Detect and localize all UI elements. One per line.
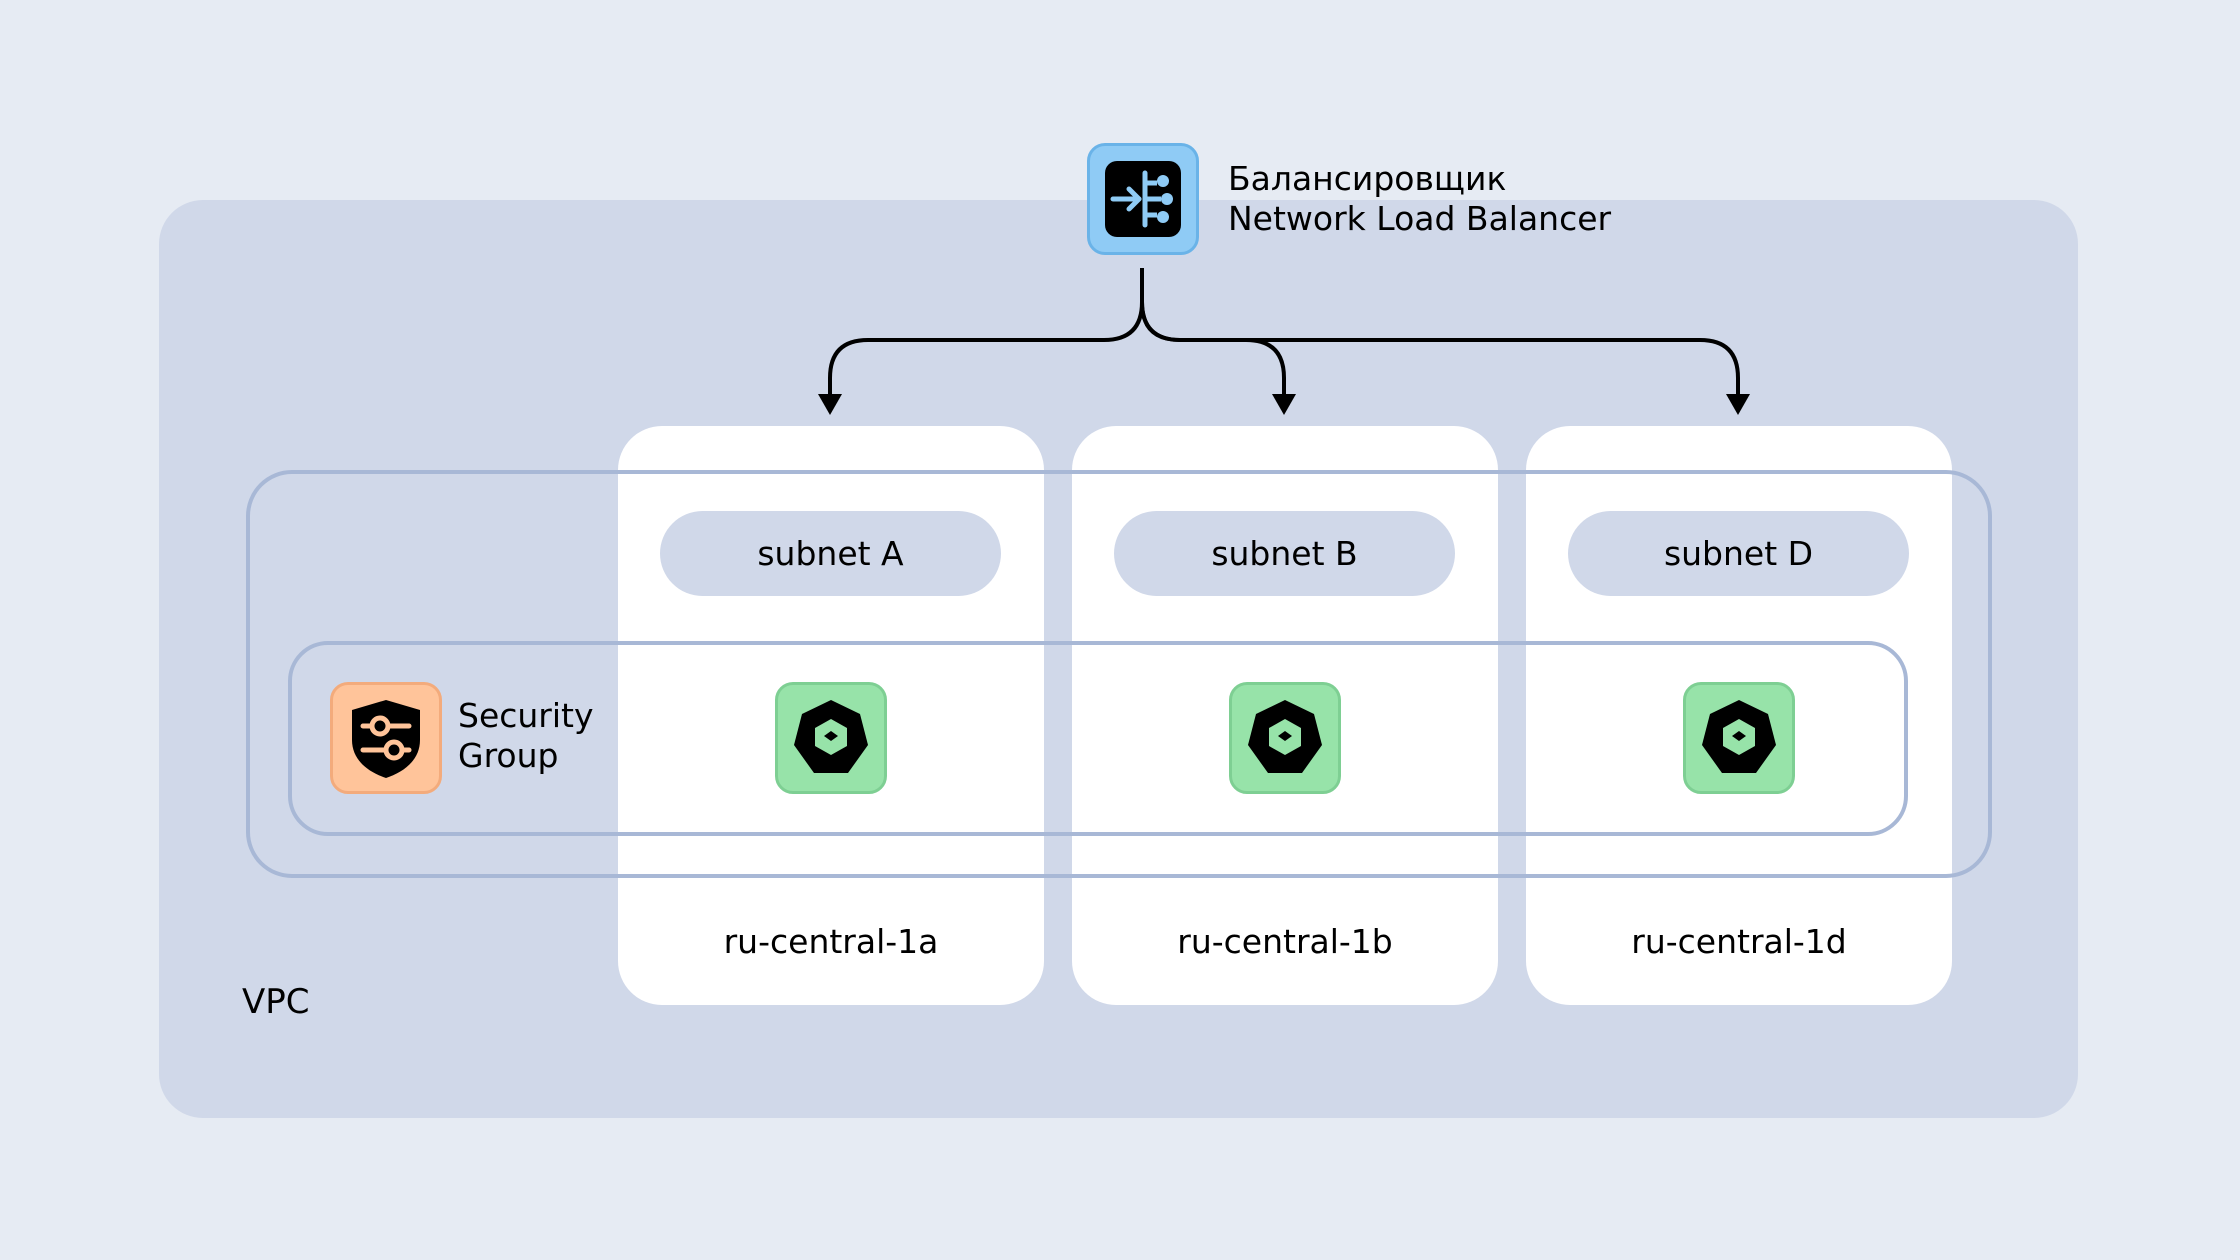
kubernetes-node-icon bbox=[775, 682, 887, 794]
security-group-label: Security Group bbox=[458, 696, 594, 776]
load-balancer-label: Балансировщик Network Load Balancer bbox=[1228, 159, 1611, 239]
subnet-boundary bbox=[246, 470, 1992, 878]
zone-b-label: ru-central-1b bbox=[1177, 922, 1393, 961]
subnet-a-pill: subnet A bbox=[660, 511, 1001, 596]
kubernetes-node-icon bbox=[1229, 682, 1341, 794]
load-balancer-label-line2: Network Load Balancer bbox=[1228, 199, 1612, 238]
subnet-a-label: subnet A bbox=[757, 534, 904, 573]
subnet-d-label: subnet D bbox=[1663, 534, 1814, 573]
security-group-boundary bbox=[288, 641, 1908, 836]
subnet-b-pill: subnet B bbox=[1114, 511, 1455, 596]
kubernetes-node-icon bbox=[1683, 682, 1795, 794]
security-group-label-line1: Security bbox=[458, 696, 594, 735]
subnet-d-pill: subnet D bbox=[1568, 511, 1909, 596]
zone-a-label: ru-central-1a bbox=[723, 922, 939, 961]
load-balancer-label-line1: Балансировщик bbox=[1228, 159, 1507, 198]
subnet-b-label: subnet B bbox=[1211, 534, 1358, 573]
zone-d-label: ru-central-1d bbox=[1631, 922, 1847, 961]
network-load-balancer-icon bbox=[1087, 143, 1199, 255]
security-group-shield-icon bbox=[330, 682, 442, 794]
arrowhead-a bbox=[818, 394, 842, 415]
arrowhead-d bbox=[1726, 394, 1750, 415]
arrowhead-b bbox=[1272, 394, 1296, 415]
security-group-label-line2: Group bbox=[458, 736, 559, 775]
vpc-label: VPC bbox=[242, 982, 310, 1022]
